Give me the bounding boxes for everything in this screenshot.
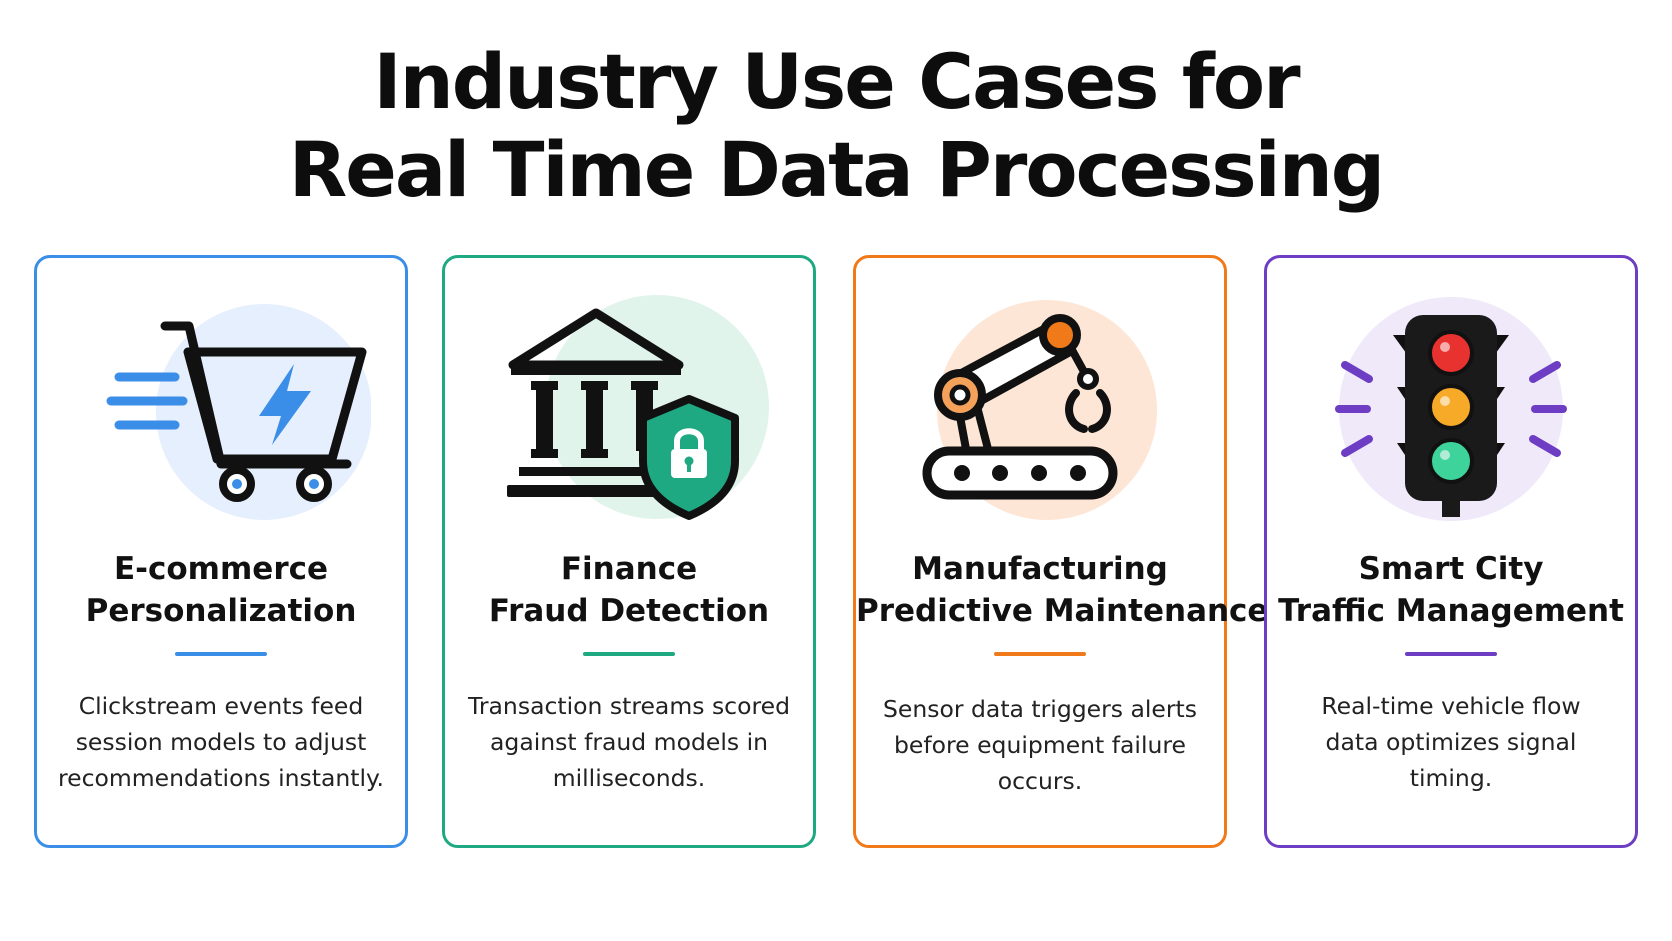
- card-heading: Smart City Traffic Management: [1267, 548, 1635, 632]
- traffic-light-icon: [1335, 297, 1567, 521]
- title-line-2: Real Time Data Processing: [288, 125, 1385, 214]
- card-finance: Finance Fraud Detection Transaction stre…: [442, 255, 816, 848]
- card-ecommerce: E-commerce Personalization Clickstream e…: [34, 255, 408, 848]
- card-heading-line-2: Personalization: [85, 593, 357, 629]
- card-manufacturing: Manufacturing Predictive Maintenance Sen…: [853, 255, 1269, 848]
- icon-container: [856, 283, 1224, 523]
- card-heading: Finance Fraud Detection: [445, 548, 813, 632]
- bank-shield-lock-icon: [507, 295, 769, 520]
- card-heading-line-2: Predictive Maintenance: [856, 593, 1269, 629]
- accent-divider: [583, 652, 675, 656]
- page-title: Industry Use Cases for Real Time Data Pr…: [0, 38, 1672, 214]
- card-description: Clickstream events feed session models t…: [57, 692, 385, 792]
- card-heading-line-1: Finance: [560, 551, 698, 587]
- accent-divider: [994, 652, 1086, 656]
- icon-container: [445, 283, 813, 523]
- card-heading: E-commerce Personalization: [37, 548, 405, 632]
- card-heading-line-2: Fraud Detection: [488, 593, 770, 629]
- card-description: Transaction streams scored against fraud…: [467, 692, 791, 792]
- card-heading: Manufacturing Predictive Maintenance: [856, 548, 1269, 632]
- card-heading-line-2: Traffic Management: [1278, 593, 1624, 629]
- card-heading-line-1: E-commerce: [113, 551, 329, 587]
- card-description: Real-time vehicle flow data optimizes si…: [1321, 692, 1581, 792]
- accent-divider: [1405, 652, 1497, 656]
- card-heading-line-1: Manufacturing: [912, 551, 1168, 587]
- accent-divider: [175, 652, 267, 656]
- icon-container: [37, 283, 405, 523]
- robotic-arm-conveyor-icon: [922, 300, 1157, 520]
- card-description: Sensor data triggers alerts before equip…: [882, 695, 1197, 795]
- card-heading-line-1: Smart City: [1358, 551, 1544, 587]
- title-line-1: Industry Use Cases for: [373, 37, 1300, 126]
- shopping-cart-lightning-icon: [106, 304, 371, 520]
- card-smart-city: Smart City Traffic Management Real-time …: [1264, 255, 1638, 848]
- icon-container: [1267, 283, 1635, 523]
